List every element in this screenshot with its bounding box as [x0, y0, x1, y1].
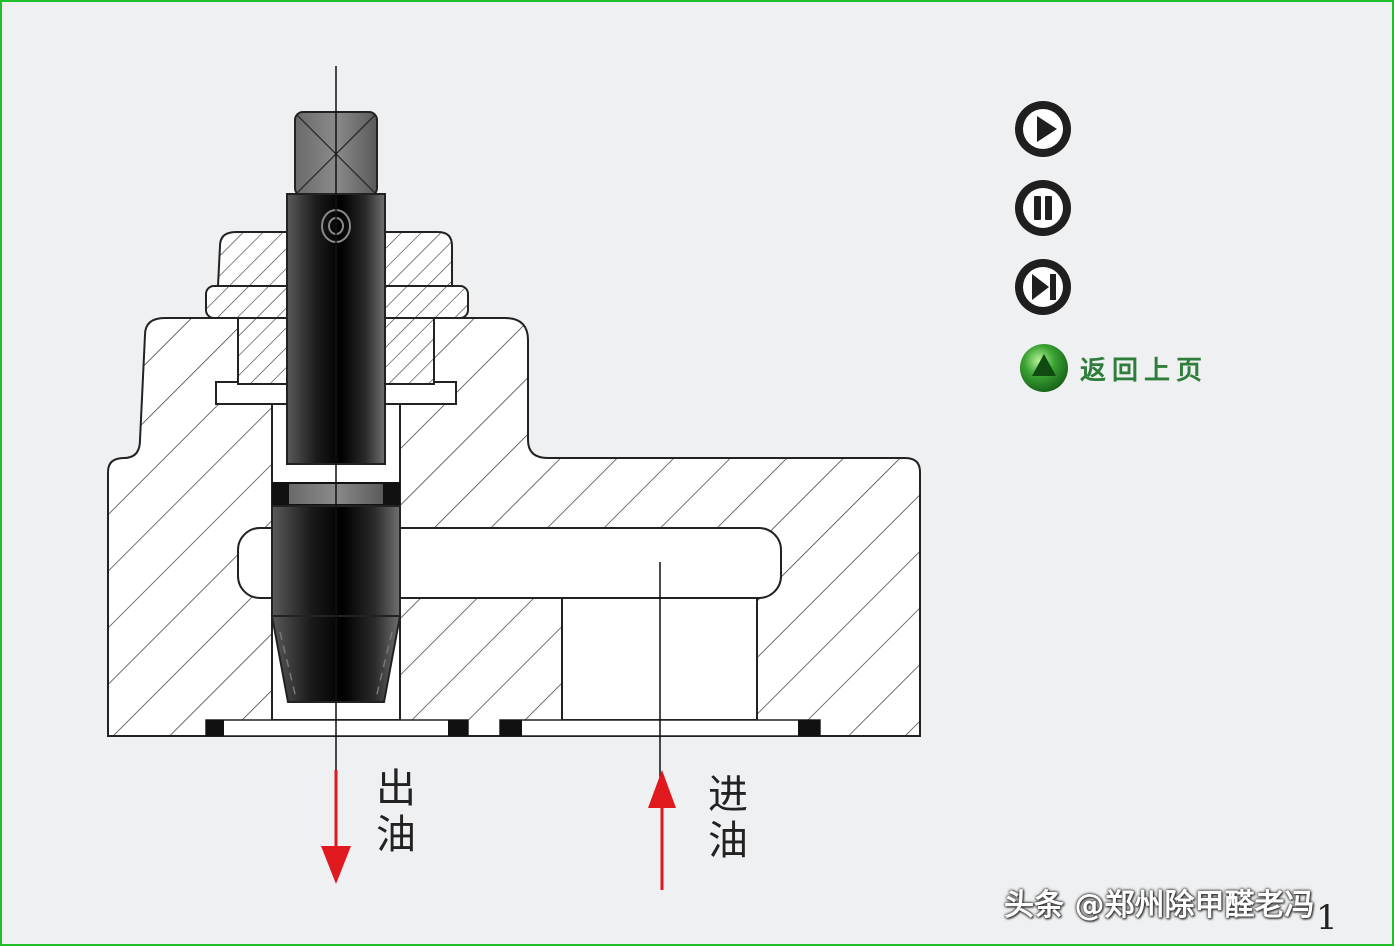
play-icon: [1015, 101, 1071, 157]
play-button[interactable]: [1013, 99, 1073, 159]
outlet-arrow: [321, 770, 351, 884]
inlet-arrow: [648, 770, 676, 890]
watermark: 头条 @郑州除甲醛老冯: [1004, 888, 1315, 923]
seal: [206, 720, 224, 736]
inlet-label: 进油: [708, 772, 748, 864]
seal: [500, 720, 522, 736]
pause-icon: [1015, 180, 1071, 236]
base-plate: [205, 719, 469, 737]
back-label: 返回上页: [1080, 355, 1209, 386]
page-number: 1: [1316, 898, 1338, 938]
step-forward-icon: [1015, 259, 1071, 315]
up-arrow-icon: [1020, 344, 1068, 392]
step-forward-button[interactable]: [1013, 257, 1073, 317]
seal: [448, 720, 468, 736]
pause-button[interactable]: [1013, 178, 1073, 238]
outlet-label: 出油: [376, 766, 416, 858]
seal: [798, 720, 820, 736]
back-button[interactable]: 返回上页: [1018, 340, 1208, 396]
